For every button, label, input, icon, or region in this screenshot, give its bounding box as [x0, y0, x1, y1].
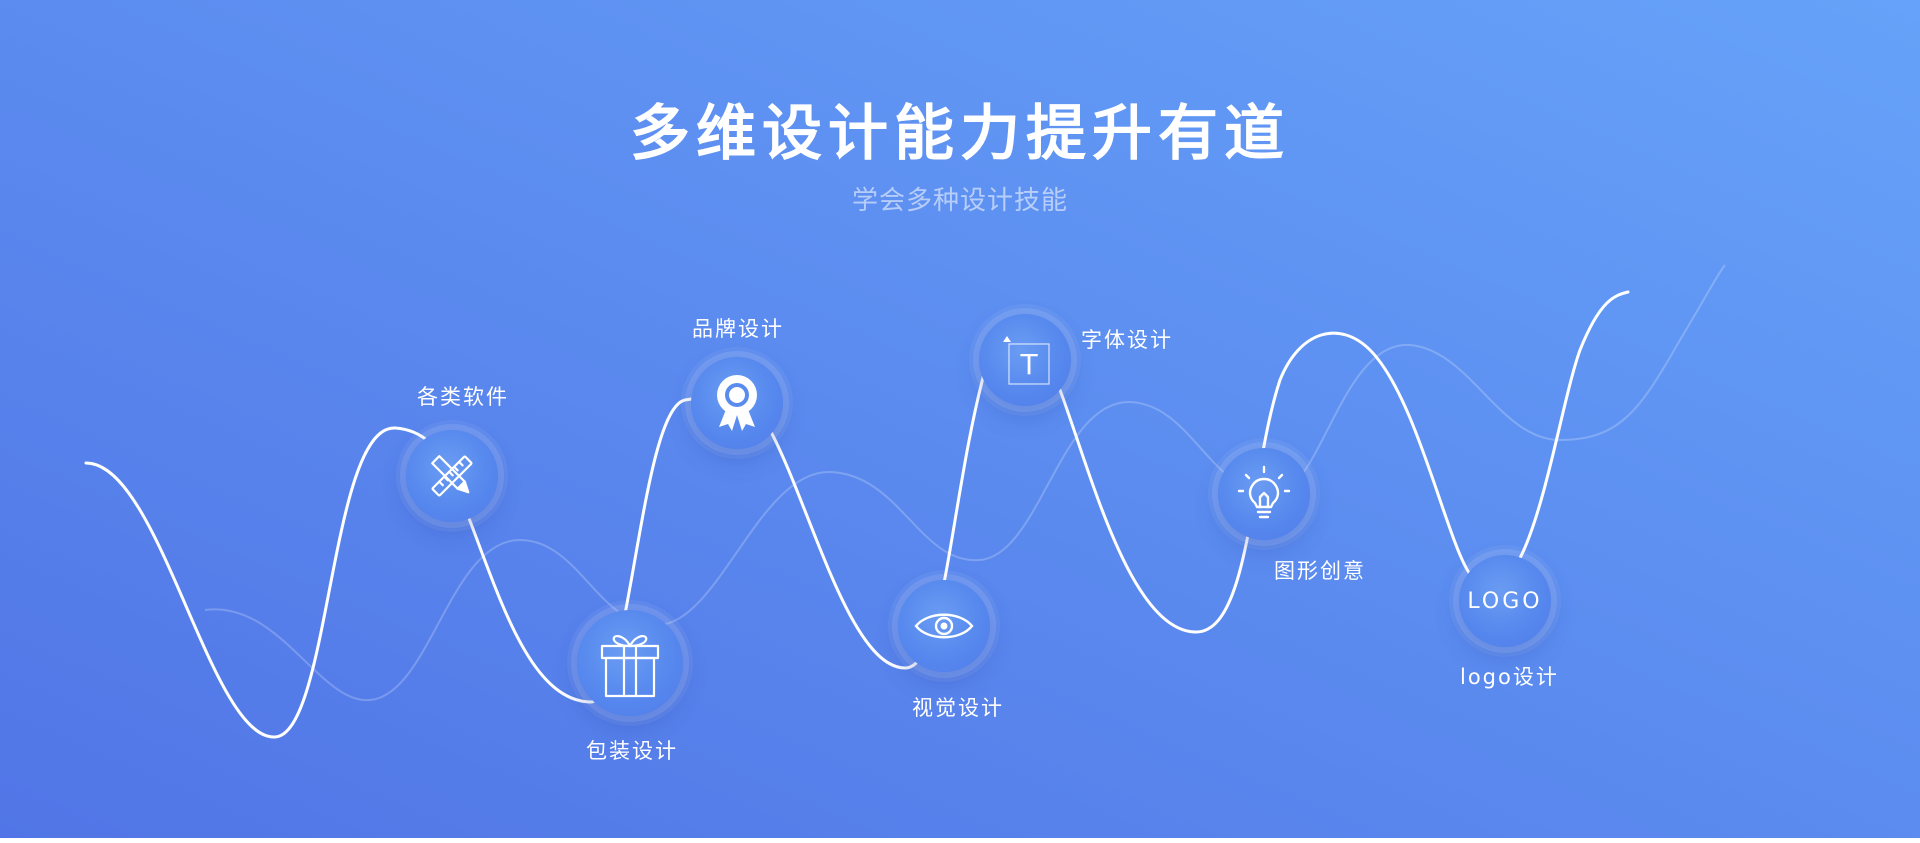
text-type-icon: T	[997, 332, 1053, 388]
skill-node-brand	[691, 357, 783, 449]
skill-node-packaging	[577, 610, 683, 716]
skill-node-visual	[898, 580, 990, 672]
type-icon-letter: T	[1019, 348, 1038, 381]
bottom-strip	[0, 838, 1920, 843]
background-wave	[204, 264, 1726, 702]
skill-label-graphic: 图形创意	[1274, 559, 1366, 583]
light-bulb-icon	[1235, 465, 1293, 523]
skill-node-typeface: T	[979, 314, 1071, 406]
skill-label-typeface: 字体设计	[1081, 328, 1173, 352]
skill-label-software: 各类软件	[417, 385, 509, 409]
pencil-ruler-icon	[425, 449, 479, 503]
award-medal-icon	[713, 373, 761, 433]
skill-node-software	[406, 430, 498, 522]
eye-icon	[914, 609, 974, 643]
skill-node-logo: LOGO	[1459, 555, 1551, 647]
gift-box-icon	[598, 628, 662, 698]
page-title: 多维设计能力提升有道	[630, 99, 1290, 169]
page-subtitle: 学会多种设计技能	[851, 186, 1068, 216]
skill-label-brand: 品牌设计	[692, 317, 784, 341]
logo-text-icon: LOGO	[1467, 588, 1543, 614]
skill-label-packaging: 包装设计	[586, 739, 678, 763]
skill-label-logo: logo设计	[1460, 665, 1559, 689]
skill-label-visual: 视觉设计	[912, 696, 1004, 720]
skill-node-graphic	[1218, 448, 1310, 540]
